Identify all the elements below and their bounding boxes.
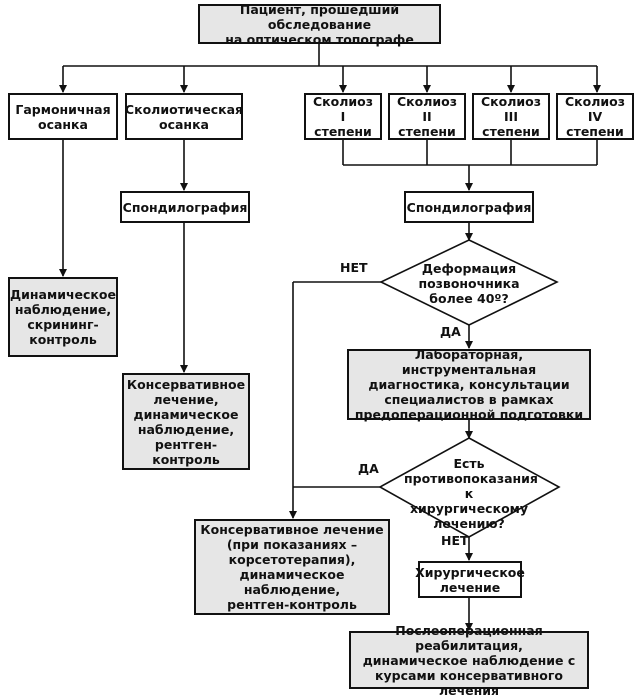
scoliosis-grade-3-box: Сколиоз III степени: [472, 93, 550, 140]
scoliosis-grade-2-text: Сколиоз II степени: [396, 94, 457, 139]
scoliosis-grade-3-text: Сколиоз III степени: [480, 94, 541, 139]
scoliosis-grade-4-box: Сколиоз IV степени: [556, 93, 634, 140]
rehabilitation-text: Послеоперационная реабилитация, динамиче…: [362, 622, 576, 698]
scoliosis-grade-2-box: Сколиоз II степени: [388, 93, 466, 140]
start-text: Пациент, прошедший обследование на оптич…: [225, 1, 414, 47]
scoliosis-grade-1-box: Сколиоз I степени: [304, 93, 382, 140]
lab-diagnostics-text: Лабораторная, инструментальная диагности…: [354, 347, 584, 422]
deformation-decision-text: Деформация позвоночника более 40º?: [418, 261, 520, 306]
scoliotic-posture-box: Сколиотическая осанка: [125, 93, 243, 140]
no-label-2: НЕТ: [441, 533, 469, 548]
conservative-treatment-left-box: Консервативное лечение, динамическое наб…: [122, 373, 250, 470]
contraindications-decision-text: Есть противопоказания к хирургическому л…: [404, 456, 538, 531]
scoliotic-posture-text: Сколиотическая осанка: [124, 101, 244, 132]
harmonic-posture-text: Гармоничная осанка: [15, 101, 111, 132]
spondylography-left-text: Спондилография: [122, 199, 248, 215]
spondylography-right-text: Спондилография: [406, 199, 532, 215]
conservative-treatment-bottom-box: Консервативное лечение (при показаниях –…: [194, 519, 390, 615]
spondylography-left-box: Спондилография: [120, 191, 250, 223]
no-label-1: НЕТ: [340, 260, 368, 275]
surgical-treatment-text: Хирургическое лечение: [415, 564, 525, 595]
spondylography-right-box: Спондилография: [404, 191, 534, 223]
dynamic-observation-box: Динамическое наблюдение, скрининг- контр…: [8, 277, 118, 357]
deformation-decision-diamond: [379, 239, 559, 326]
start-box: Пациент, прошедший обследование на оптич…: [198, 1, 441, 47]
surgical-treatment-box: Хирургическое лечение: [415, 561, 525, 598]
scoliosis-grade-4-text: Сколиоз IV степени: [564, 94, 625, 139]
conservative-treatment-bottom-text: Консервативное лечение (при показаниях –…: [200, 522, 384, 612]
scoliosis-grade-1-text: Сколиоз I степени: [312, 94, 373, 139]
rehabilitation-box: Послеоперационная реабилитация, динамиче…: [349, 623, 589, 698]
lab-diagnostics-box: Лабораторная, инструментальная диагности…: [347, 347, 591, 422]
dynamic-observation-text: Динамическое наблюдение, скрининг- контр…: [10, 287, 116, 347]
yes-label-2: ДА: [358, 461, 379, 476]
harmonic-posture-box: Гармоничная осанка: [8, 93, 118, 140]
conservative-treatment-left-text: Консервативное лечение, динамическое наб…: [126, 376, 246, 467]
contraindications-decision-diamond: [378, 437, 561, 538]
yes-label-1: ДА: [440, 324, 461, 339]
